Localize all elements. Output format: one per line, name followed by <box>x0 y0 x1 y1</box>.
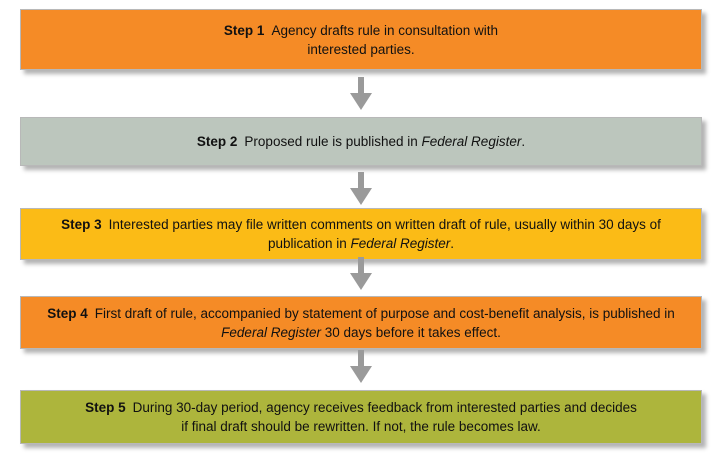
step-4-italic: Federal Register <box>221 324 321 340</box>
step-4-box: Step 4 First draft of rule, accompanied b… <box>20 296 702 349</box>
step-5-text: Step 5 During 30-day period, agency recei… <box>21 398 701 436</box>
step-4-text: Step 4 First draft of rule, accompanied b… <box>21 304 701 342</box>
step-2-italic: Federal Register <box>421 134 522 149</box>
step-5-description: During 30-day period, agency receives fe… <box>132 400 637 434</box>
step-5-box: Step 5 During 30-day period, agency recei… <box>20 390 702 444</box>
step-2-label: Step 2 <box>196 134 238 149</box>
down-arrow-icon <box>350 77 372 110</box>
step-1-description: Agency drafts rule in consultation with … <box>271 22 499 57</box>
step-3-tail: . <box>450 236 455 251</box>
step-1-label: Step 1 <box>223 22 265 38</box>
down-arrow-icon <box>350 257 372 290</box>
step-4-description: First draft of rule, accompanied by stat… <box>94 305 675 321</box>
step-2-box: Step 2 Proposed rule is published in Fede… <box>20 117 702 166</box>
step-3-italic: Federal Register <box>350 236 451 251</box>
step-1-text: Step 1 Agency drafts rule in consultation… <box>21 21 701 59</box>
step-4-tail: 30 days before it takes effect. <box>320 324 501 340</box>
step-2-tail: . <box>521 134 526 149</box>
step-2-description: Proposed rule is published in <box>244 134 422 149</box>
step-3-description: Interested parties may file written comm… <box>108 217 661 251</box>
step-3-box: Step 3 Interested parties may file writte… <box>20 208 702 260</box>
step-2-text: Step 2 Proposed rule is published in Fede… <box>167 132 555 151</box>
down-arrow-icon <box>350 350 372 383</box>
step-3-text: Step 3 Interested parties may file writte… <box>21 215 701 253</box>
step-3-label: Step 3 <box>61 217 102 232</box>
step-5-label: Step 5 <box>85 400 126 415</box>
step-4-label: Step 4 <box>47 305 88 321</box>
step-1-box: Step 1 Agency drafts rule in consultation… <box>20 9 702 70</box>
down-arrow-icon <box>350 172 372 205</box>
